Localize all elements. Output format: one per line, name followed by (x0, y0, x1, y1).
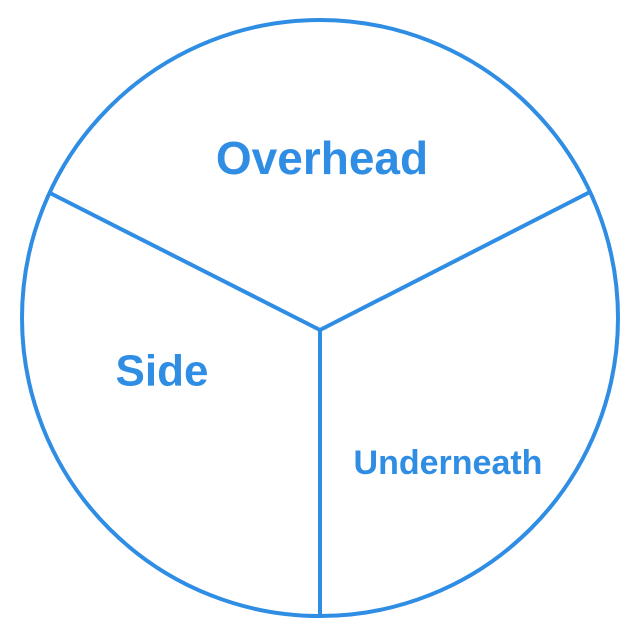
divider-line-left (48, 191, 322, 332)
divider-line-right (318, 191, 590, 332)
segment-label-overhead: Overhead (216, 132, 428, 184)
segment-label-side: Side (116, 347, 209, 396)
segment-label-underneath: Underneath (354, 444, 543, 482)
